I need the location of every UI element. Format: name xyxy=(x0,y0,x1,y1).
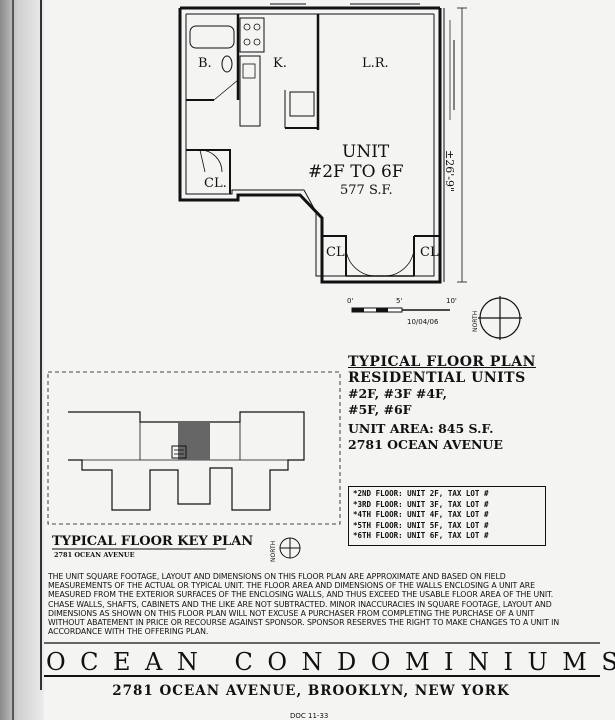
room-label-living: L.R. xyxy=(362,56,389,71)
title-line-6: 2781 OCEAN AVENUE xyxy=(348,437,503,452)
title-line-4: #5F, #6F xyxy=(348,402,412,417)
plan-date: 10/04/06 xyxy=(407,318,439,326)
kitchen-counter xyxy=(239,55,261,127)
key-plan-drawing xyxy=(47,371,341,525)
page-fold-line xyxy=(12,0,14,720)
bathtub xyxy=(189,25,235,49)
title-line-3: #2F, #3F #4F, xyxy=(348,386,448,401)
plan-outer-wall xyxy=(178,8,442,284)
unit-label: UNIT xyxy=(342,142,390,162)
footer-building-name: OCEAN CONDOMINIUMS xyxy=(46,648,615,676)
floor-row: *5TH FLOOR: UNIT 5F, TAX LOT # xyxy=(353,520,489,530)
room-label-closet-mid: CL. xyxy=(326,245,349,260)
north-label-key: NORTH xyxy=(270,540,277,562)
unit-area-plan: 577 S.F. xyxy=(340,183,393,198)
north-arrow-plan xyxy=(478,296,522,340)
toilet xyxy=(221,55,233,73)
disclaimer-text: THE UNIT SQUARE FOOTAGE, LAYOUT AND DIME… xyxy=(48,572,560,637)
room-label-kitchen: K. xyxy=(273,56,287,71)
floor-row: *4TH FLOOR: UNIT 4F, TAX LOT # xyxy=(353,510,489,519)
scale-five: 5' xyxy=(396,297,403,305)
scale-zero: 0' xyxy=(347,297,354,305)
title-block: TYPICAL FLOOR PLAN RESIDENTIAL UNITS #2F… xyxy=(348,354,536,453)
floor-row: *3RD FLOOR: UNIT 3F, TAX LOT # xyxy=(353,499,489,509)
title-line-1: TYPICAL FLOOR PLAN xyxy=(348,354,536,370)
plan-dimension: ±26'-9" xyxy=(443,150,456,193)
title-line-2: RESIDENTIAL UNITS xyxy=(348,370,526,386)
room-label-closet-left: CL. xyxy=(204,176,227,191)
document-number: DOC 11-33 xyxy=(290,712,329,720)
key-plan-subtitle: 2781 OCEAN AVENUE xyxy=(54,551,135,559)
north-label-plan: NORTH xyxy=(472,310,479,332)
scanned-page-edge xyxy=(0,0,44,720)
key-plan-title: TYPICAL FLOOR KEY PLAN xyxy=(52,534,254,549)
scale-bar xyxy=(351,307,450,313)
plan-inner-wall xyxy=(185,14,435,277)
range xyxy=(239,17,265,53)
floor-list-box: *2ND FLOOR: UNIT 2F, TAX LOT # *3RD FLOO… xyxy=(348,486,546,546)
footer-address: 2781 OCEAN AVENUE, BROOKLYN, NEW YORK xyxy=(112,683,510,699)
closet-mid-walls xyxy=(322,235,347,276)
floor-row: *6TH FLOOR: UNIT 6F, TAX LOT # xyxy=(353,531,489,540)
north-arrow-key xyxy=(279,537,301,559)
room-label-bath: B. xyxy=(198,56,212,71)
floor-row: *2ND FLOOR: UNIT 2F, TAX LOT # xyxy=(353,489,489,498)
unit-range: #2F TO 6F xyxy=(308,162,404,182)
refrigerator xyxy=(289,91,315,117)
title-line-5: UNIT AREA: 845 S.F. xyxy=(348,421,494,436)
document-border xyxy=(40,0,42,690)
scale-ten: 10' xyxy=(446,297,457,305)
room-label-closet-right: CL. xyxy=(420,245,443,260)
